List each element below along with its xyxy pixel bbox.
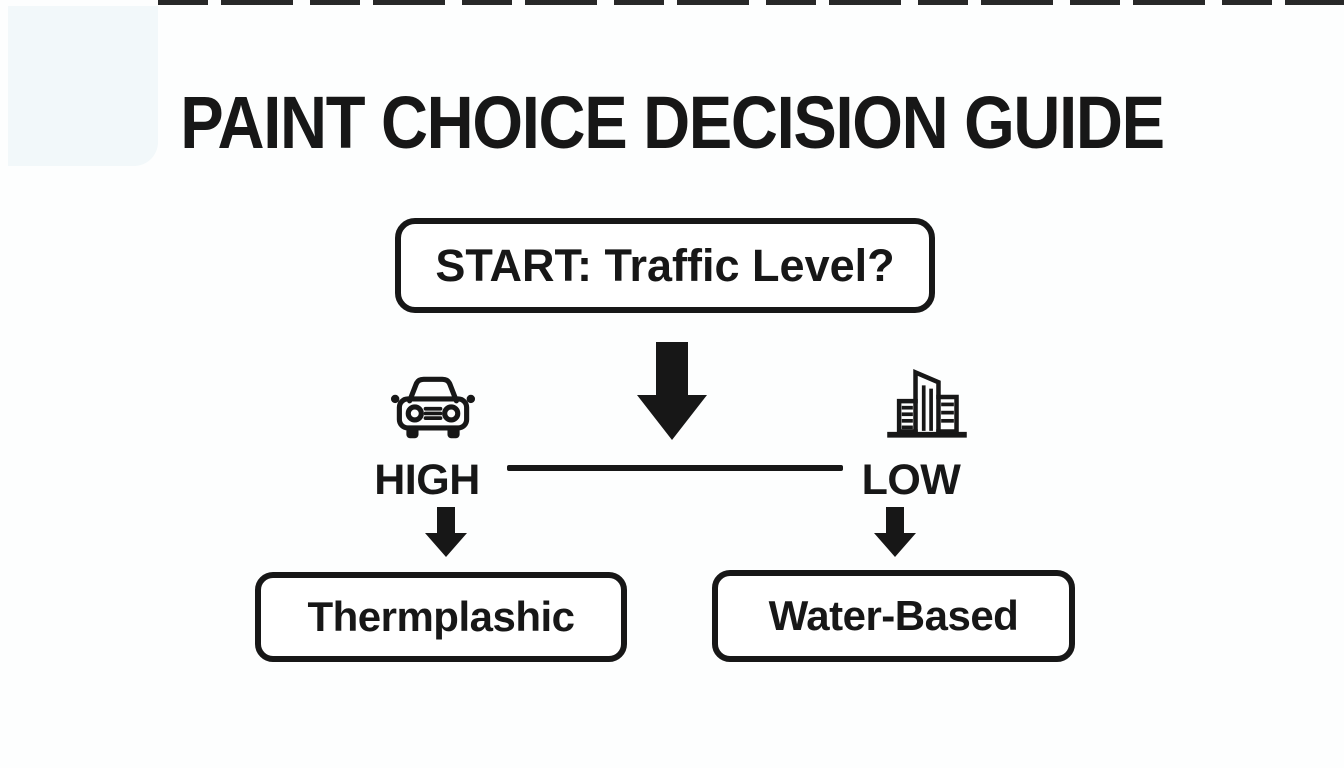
down-arrow-icon (425, 507, 467, 557)
car-icon (388, 370, 478, 441)
start-node: START: Traffic Level? (395, 218, 935, 313)
down-arrow-icon (874, 507, 916, 557)
result-node-thermoplastic: Thermplashic (255, 572, 627, 662)
corner-tint (8, 6, 158, 166)
down-arrow-icon (637, 342, 707, 440)
branch-label-high: HIGH (374, 456, 480, 504)
result-node-water-based: Water-Based (712, 570, 1075, 662)
page-title: PAINT CHOICE DECISION GUIDE (180, 81, 1165, 164)
result-label: Water-Based (768, 592, 1019, 639)
branch-label-low: LOW (861, 456, 961, 504)
start-node-label: START: Traffic Level? (435, 239, 895, 291)
result-label: Thermplashic (307, 593, 575, 640)
top-edge-artifact (158, 0, 1344, 5)
buildings-icon (886, 360, 968, 439)
branch-connector-line (507, 465, 843, 471)
